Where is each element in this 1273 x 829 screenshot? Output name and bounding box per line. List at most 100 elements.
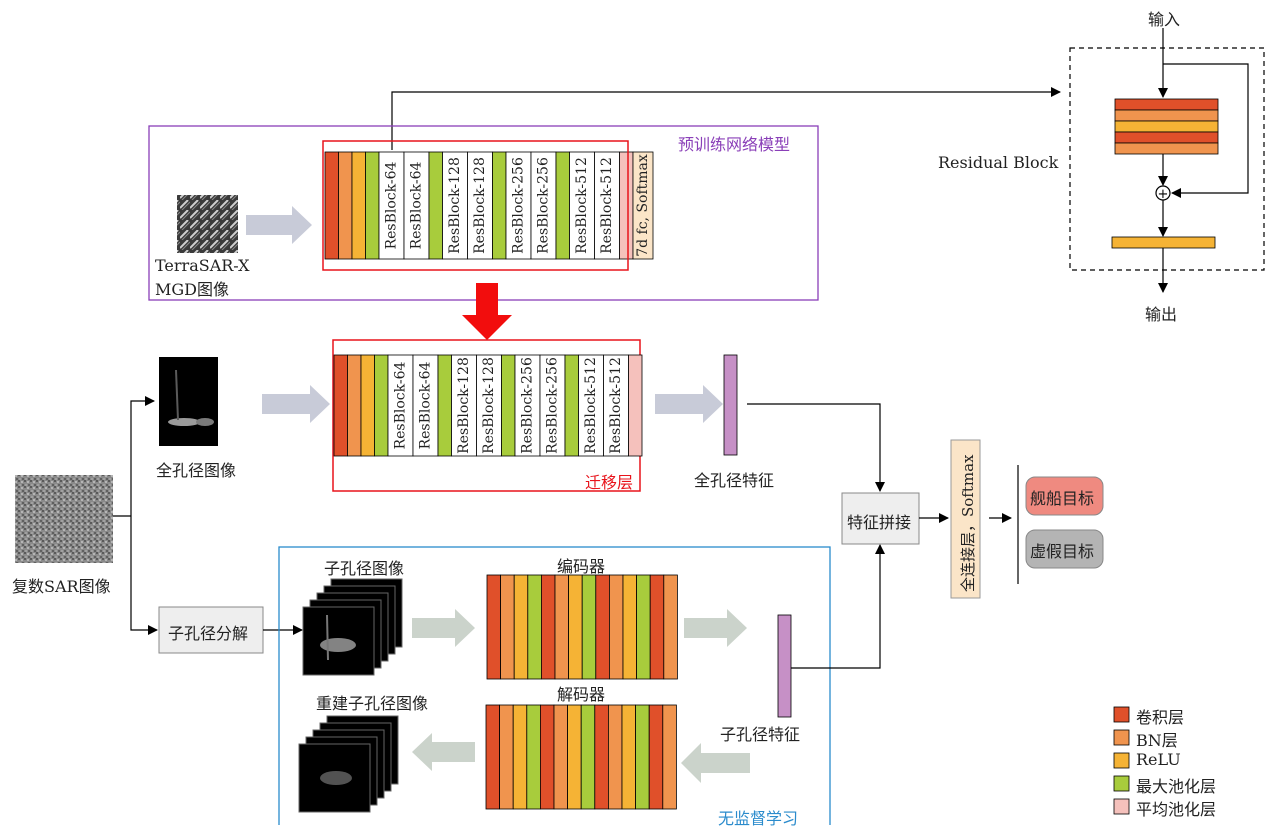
ship-target-label: 舰船目标 [1030,485,1094,509]
transfer-input-arrow [262,385,330,423]
coder-cell [608,705,622,809]
coder-cell [609,575,623,679]
layer-cell [361,355,375,456]
concat-label: 特征拼接 [847,509,911,533]
coder-cell [569,575,583,679]
resblock-label: ResBlock-512 [574,157,590,254]
residual-block-diagram: + [1070,28,1264,292]
residual-block-title: Residual Block [938,153,1058,172]
resblock-label: ResBlock-128 [481,357,497,454]
avgpool-cell [620,152,634,259]
coder-cell [568,705,582,809]
coder-cell [623,575,637,679]
unsupervised-title: 无监督学习 [718,805,798,829]
pool-cell [556,152,570,259]
legend-label-0: 卷积层 [1136,704,1184,728]
legend-swatch-2 [1114,753,1129,768]
coder-cell [500,705,514,809]
full-aperture-label: 全孔径图像 [156,457,236,481]
fc-softmax-label: 全连接层，Softmax [957,454,978,592]
residual-output-label: 输出 [1145,301,1177,325]
coder-cell [527,705,541,809]
resblock-label: ResBlock-64 [418,361,434,449]
pool-cell [493,152,507,259]
transfer-title: 迁移层 [585,469,633,493]
full-aperture-image [159,357,218,446]
terrasar-label-line2: MGD图像 [155,276,229,300]
coder-cell [649,705,663,809]
pool-cell [565,355,579,456]
residual-layer-stack [1115,99,1218,154]
false-target-label: 虚假目标 [1030,538,1094,562]
layer-cell [348,355,362,456]
layer-cell [339,152,353,259]
coder-cell [514,575,528,679]
terrasar-image [177,195,238,253]
coder-cell [637,575,651,679]
layer-cell [366,152,380,259]
resblock-label: ResBlock-512 [599,157,615,254]
resblock-label: ResBlock-128 [472,157,488,254]
plus-sign: + [1158,187,1169,202]
transfer-arrow [462,283,512,340]
pool-cell [429,152,443,259]
legend-label-3: 最大池化层 [1136,773,1216,797]
legend-swatch-3 [1114,776,1129,791]
coder-cell [595,705,609,809]
decoder-stack [486,705,676,809]
subaperture-stack [303,579,402,675]
sub-feature-label: 子孔径特征 [720,721,800,745]
decompose-label: 子孔径分解 [168,620,248,644]
coder-cell [582,575,596,679]
resblock-label: ResBlock-256 [536,157,552,254]
layer-cell [334,355,348,456]
resblock-label: ResBlock-64 [393,361,409,449]
transfer-output-arrow [655,385,723,423]
layer-cell [352,152,366,259]
resblock-label: ResBlock-128 [456,357,472,454]
legend-swatch-4 [1114,799,1129,814]
legend [1114,707,1129,814]
resblock-label: ResBlock-256 [511,157,527,254]
legend-label-4: 平均池化层 [1136,796,1216,820]
coder-cell [540,705,554,809]
resblock-label: ResBlock-128 [447,157,463,254]
encoder-output-arrow [684,609,747,647]
pretrain-input-arrow [246,206,312,244]
coder-cell [596,575,610,679]
coder-cell [581,705,595,809]
decoder-label: 解码器 [557,681,605,705]
coder-cell [501,575,515,679]
resblock-label: ResBlock-512 [583,357,599,454]
legend-swatch-0 [1114,707,1129,722]
reconstruct-label: 重建子孔径图像 [316,690,428,714]
coder-cell [622,705,636,809]
transfer-network: ResBlock-64 ResBlock-64 ResBlock-128 ResBlo… [334,355,642,456]
legend-label-1: BN层 [1136,727,1178,751]
layer-cell [375,355,389,456]
encoder-input-arrow [412,609,475,647]
avgpool-cell [629,355,643,456]
subaperture-label: 子孔径图像 [324,555,404,579]
decoder-output-arrow [412,733,475,771]
coder-cell [650,575,664,679]
coder-cell [528,575,542,679]
sub-feature-bar [778,615,791,717]
pool-cell [438,355,452,456]
terrasar-label-line1: TerraSAR-X [155,256,250,275]
coder-cell [486,705,500,809]
encoder-label: 编码器 [557,553,605,577]
residual-relu-bar [1112,237,1215,248]
full-feature-label: 全孔径特征 [694,467,774,491]
resblock-label: ResBlock-256 [520,357,536,454]
complex-sar-label: 复数SAR图像 [12,573,111,597]
coder-cell [663,705,677,809]
legend-swatch-1 [1114,730,1129,745]
pool-cell [502,355,516,456]
resblock-label: ResBlock-64 [384,161,400,249]
coder-cell [541,575,555,679]
coder-cell [513,705,527,809]
reconstructed-stack [299,716,398,812]
